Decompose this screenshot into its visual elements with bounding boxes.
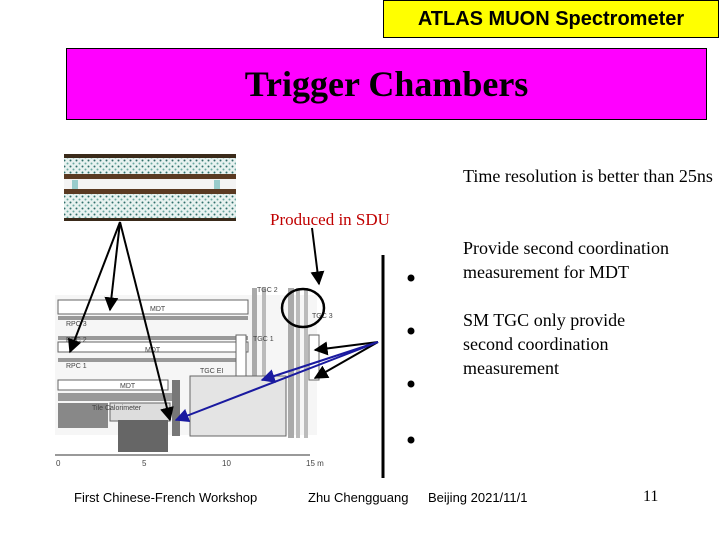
bullet-text: Time resolution is better than 25ns	[463, 166, 713, 186]
footer-workshop: First Chinese-French Workshop	[74, 490, 258, 505]
bullet-text: Provide second coordination measurement …	[463, 238, 669, 282]
tgc-highlight-circle	[280, 287, 326, 329]
bullet-dot	[407, 274, 415, 282]
svg-text:RPC 1: RPC 1	[66, 363, 87, 370]
svg-text:TGC 2: TGC 2	[257, 287, 278, 294]
svg-text:5: 5	[142, 459, 147, 468]
footer-author: Zhu Chengguang	[308, 490, 409, 505]
svg-text:15 m: 15 m	[306, 459, 324, 468]
svg-text:TGC EI: TGC EI	[200, 368, 223, 375]
detector-layout: TGC 2 TGC 3 TGC 1 TGC EI MDT MDT MDT RPC…	[55, 287, 333, 468]
slide-title: Trigger Chambers	[244, 64, 529, 104]
svg-text:MDT: MDT	[150, 306, 166, 313]
svg-text:Tile Calorimeter: Tile Calorimeter	[92, 405, 142, 412]
pointer-arrows	[67, 221, 379, 422]
svg-text:RPC 3: RPC 3	[66, 321, 87, 328]
svg-text:10: 10	[222, 459, 231, 468]
svg-text:MDT: MDT	[120, 383, 136, 390]
bullet-dot	[407, 380, 415, 388]
bullet-text: SM TGC only provide second coordination …	[463, 310, 626, 378]
footer-place-date: Beijing 2021/11/1	[428, 490, 528, 505]
page-number: 11	[643, 488, 659, 505]
header-tag: ATLAS MUON Spectrometer	[383, 0, 719, 38]
title-banner: Trigger Chambers	[66, 48, 707, 120]
produced-label: Produced in SDU	[270, 210, 390, 229]
blue-arrows	[174, 341, 379, 422]
tgc-cross-section	[64, 154, 236, 221]
bullet-dot	[407, 436, 415, 444]
svg-text:0: 0	[56, 459, 61, 468]
bullet-dot	[407, 327, 415, 335]
svg-text:TGC 1: TGC 1	[253, 336, 274, 343]
